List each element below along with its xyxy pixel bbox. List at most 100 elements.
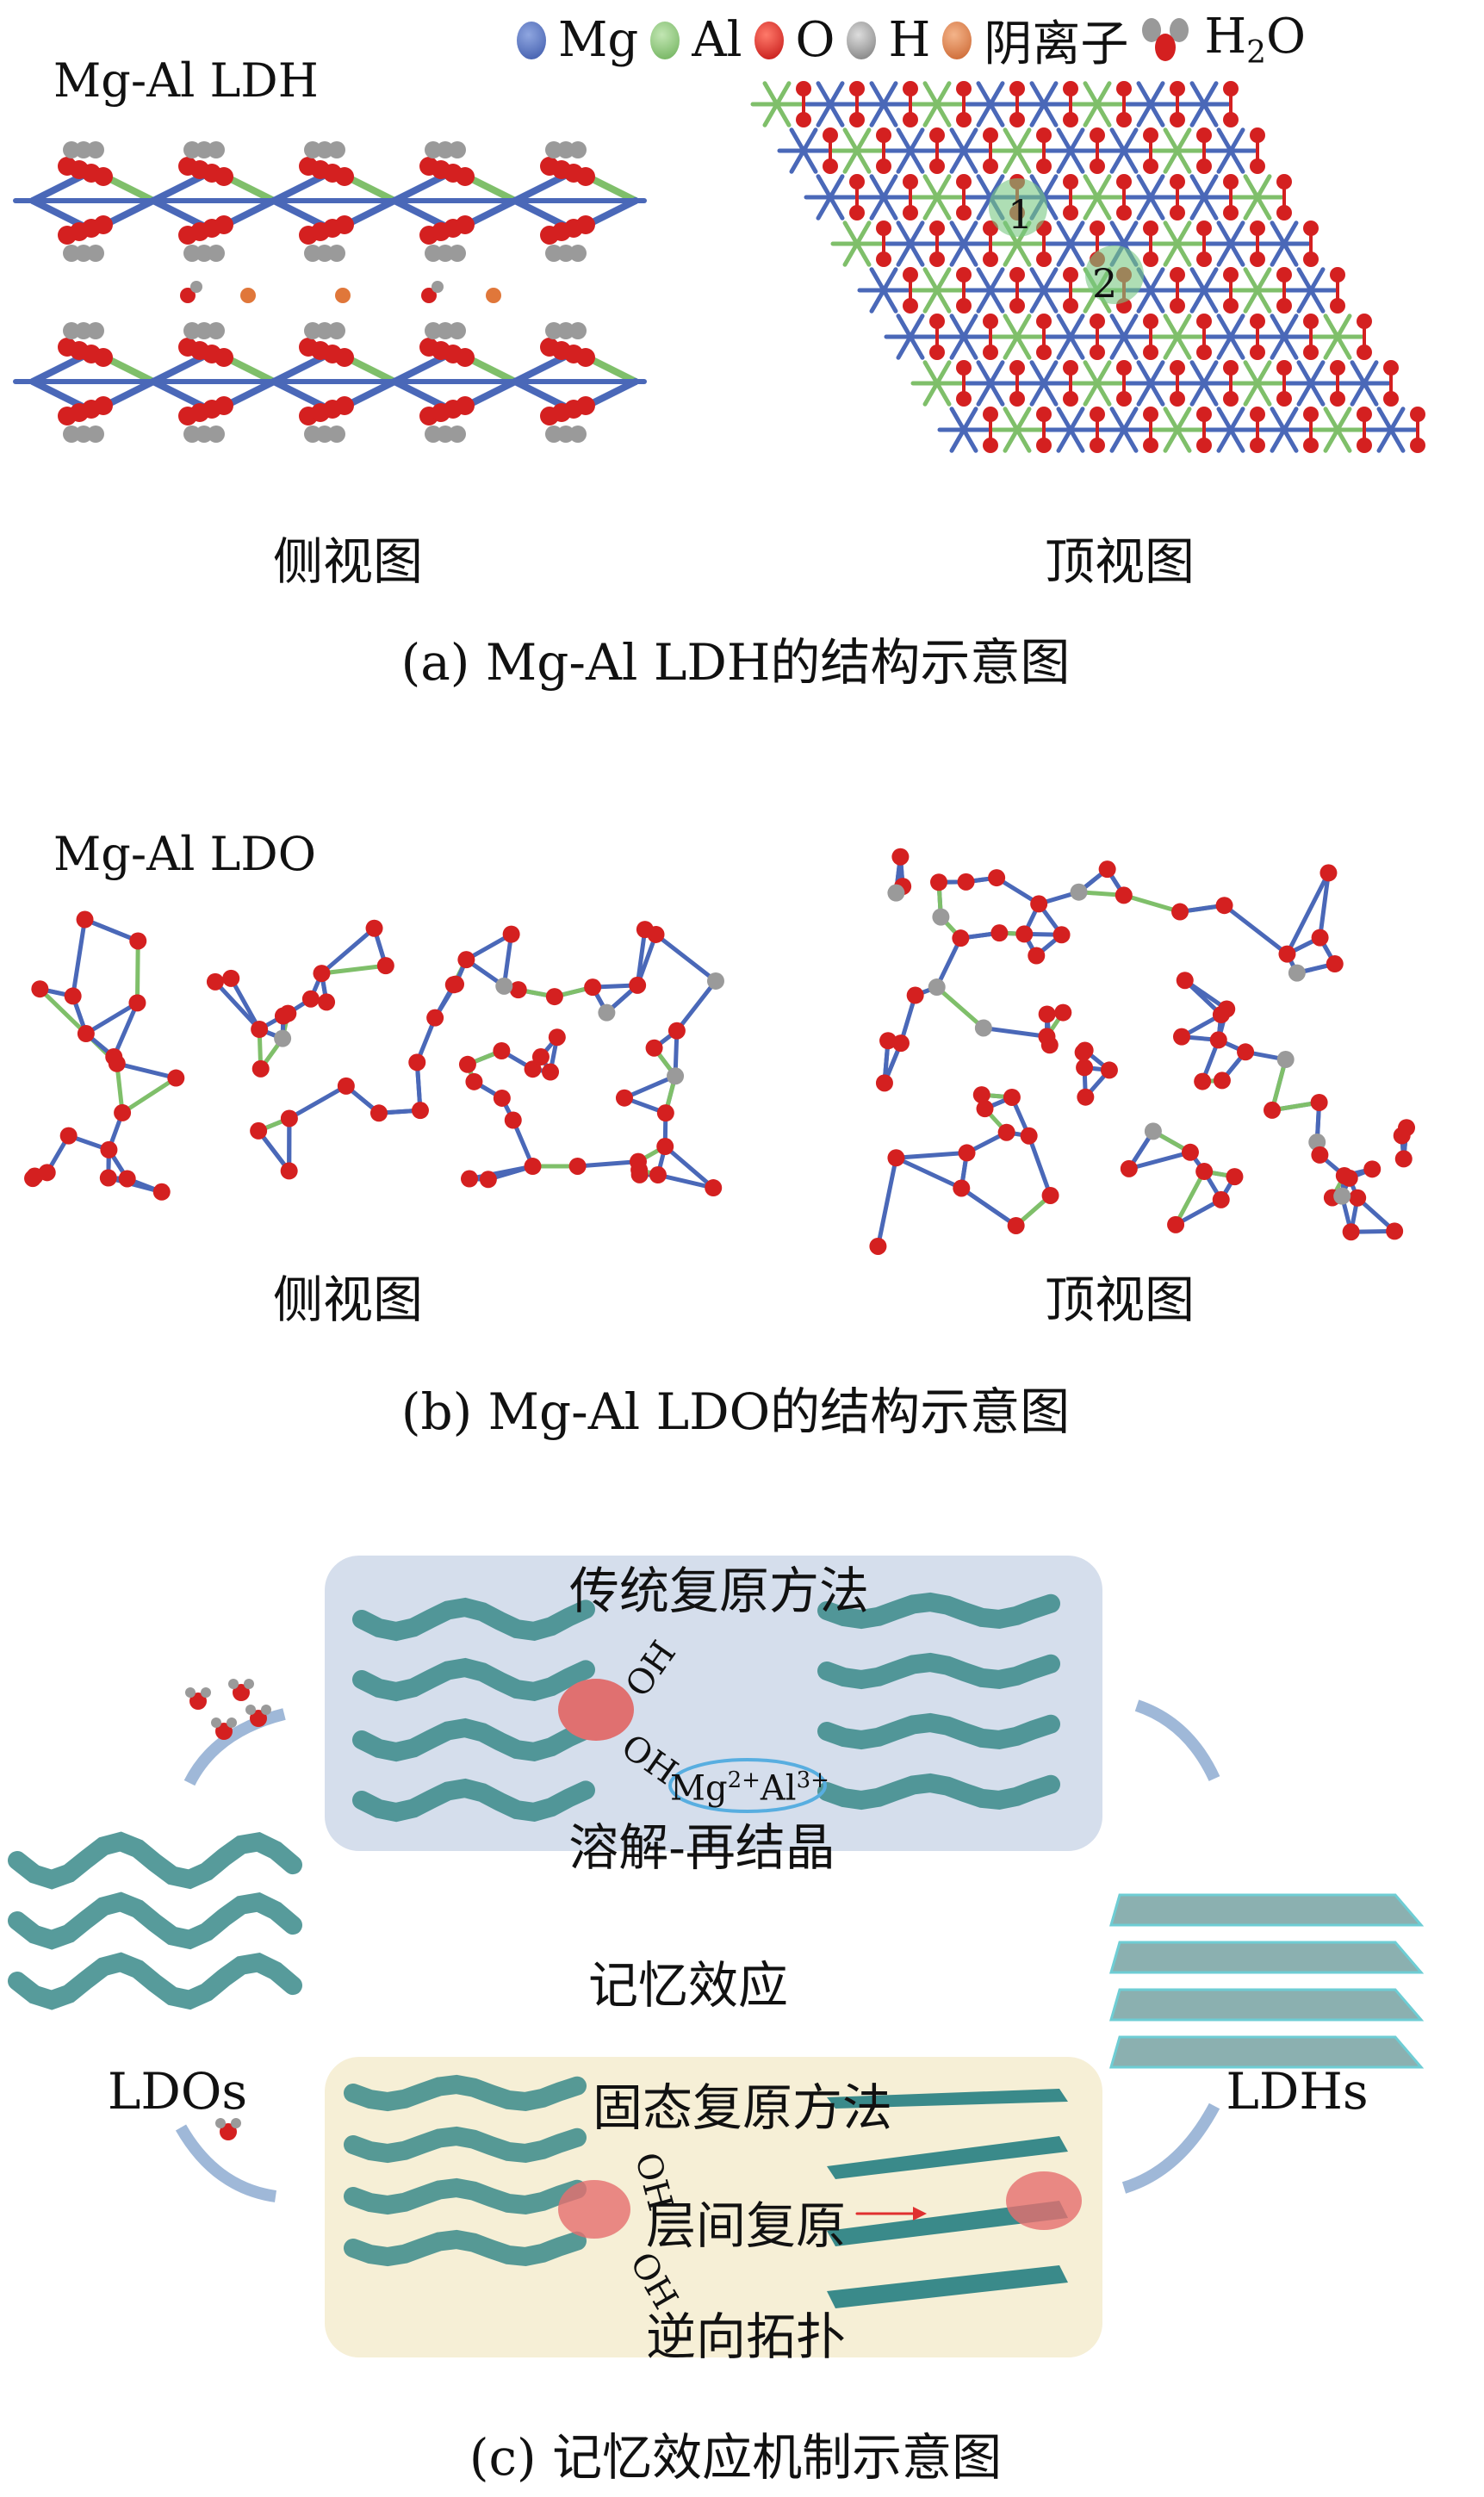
bond xyxy=(84,1000,140,1036)
bond xyxy=(1163,407,1180,432)
atom xyxy=(1264,1101,1282,1119)
bond xyxy=(961,241,978,267)
atom xyxy=(316,141,333,158)
ldo-top-view-structure xyxy=(869,848,1416,1255)
al-ball-icon xyxy=(650,21,680,59)
bond xyxy=(1270,241,1287,267)
layer-sheet xyxy=(352,1657,595,1702)
bond xyxy=(1121,334,1139,360)
atom xyxy=(214,348,233,367)
bond xyxy=(949,427,966,453)
atom xyxy=(87,322,104,339)
atom xyxy=(1349,1189,1367,1207)
bond xyxy=(1350,381,1367,407)
bond xyxy=(842,241,860,267)
atom xyxy=(1209,1031,1227,1049)
bond xyxy=(1109,407,1127,432)
bond xyxy=(801,148,818,174)
atom xyxy=(335,348,354,367)
ldh-top-view-label: 顶视图 xyxy=(1044,532,1195,591)
bond xyxy=(881,102,898,127)
atom xyxy=(421,288,437,303)
layer-sheet xyxy=(344,2074,587,2112)
bond xyxy=(1056,407,1073,432)
bond xyxy=(774,102,792,127)
atom xyxy=(615,1089,633,1107)
atom xyxy=(227,1717,237,1728)
atom xyxy=(576,396,595,415)
bond xyxy=(1175,407,1192,432)
atom xyxy=(87,141,104,158)
atom xyxy=(208,425,225,443)
bond xyxy=(1148,174,1165,200)
atom xyxy=(1171,903,1189,921)
atom xyxy=(1310,1093,1328,1111)
atom xyxy=(953,1179,971,1197)
bond xyxy=(976,174,993,200)
bond xyxy=(1216,407,1233,432)
bond xyxy=(575,1159,641,1169)
bond xyxy=(1243,288,1260,314)
atom xyxy=(545,245,562,262)
atom xyxy=(208,322,225,339)
bond xyxy=(1175,127,1192,153)
bond xyxy=(1083,102,1100,127)
atom xyxy=(369,1104,388,1122)
atom xyxy=(1333,1187,1351,1205)
bond xyxy=(1109,127,1127,153)
bond xyxy=(467,1164,536,1182)
bond xyxy=(908,314,925,339)
bond xyxy=(1029,288,1046,314)
layer-sheet xyxy=(8,1831,302,1890)
bond xyxy=(1243,267,1260,293)
bond xyxy=(1163,241,1180,267)
atom xyxy=(185,1687,196,1698)
ldh-layer xyxy=(1109,1988,1425,2022)
bond xyxy=(976,267,993,293)
atom xyxy=(1288,964,1306,982)
atom xyxy=(1030,895,1048,913)
bond xyxy=(1163,127,1180,153)
atom xyxy=(460,1170,478,1188)
atom xyxy=(208,141,225,158)
atom xyxy=(211,1717,221,1728)
atom xyxy=(569,141,587,158)
bond xyxy=(1148,288,1165,314)
legend-anion: 阴离子 xyxy=(984,16,1129,72)
atom xyxy=(301,990,320,1008)
bond xyxy=(1163,148,1180,174)
atom xyxy=(206,972,224,991)
bond xyxy=(1056,148,1073,174)
atom xyxy=(974,1019,992,1037)
atom xyxy=(887,1149,905,1167)
bond xyxy=(1041,288,1059,314)
bond xyxy=(934,102,952,127)
layer-sheet xyxy=(817,1652,1060,1690)
atom xyxy=(94,396,113,415)
bond xyxy=(1095,81,1112,107)
bond xyxy=(1083,174,1100,200)
bond xyxy=(654,932,718,984)
bond xyxy=(934,267,952,293)
bond xyxy=(71,917,88,998)
bond xyxy=(1003,148,1020,174)
atom xyxy=(87,425,104,443)
atom xyxy=(76,910,94,929)
atom xyxy=(706,972,724,990)
bond xyxy=(1201,102,1219,127)
atom xyxy=(649,1166,667,1184)
bond xyxy=(1376,407,1394,432)
atom xyxy=(667,1067,685,1085)
bond xyxy=(1095,174,1112,200)
atom xyxy=(447,975,465,993)
bond xyxy=(1282,407,1299,432)
atom xyxy=(1326,955,1344,973)
atom xyxy=(958,1144,976,1162)
atom xyxy=(316,425,333,443)
atom xyxy=(972,1086,990,1104)
atom xyxy=(316,322,333,339)
atom xyxy=(449,322,466,339)
bond xyxy=(762,102,779,127)
atom xyxy=(63,141,80,158)
atom xyxy=(1144,1122,1162,1140)
